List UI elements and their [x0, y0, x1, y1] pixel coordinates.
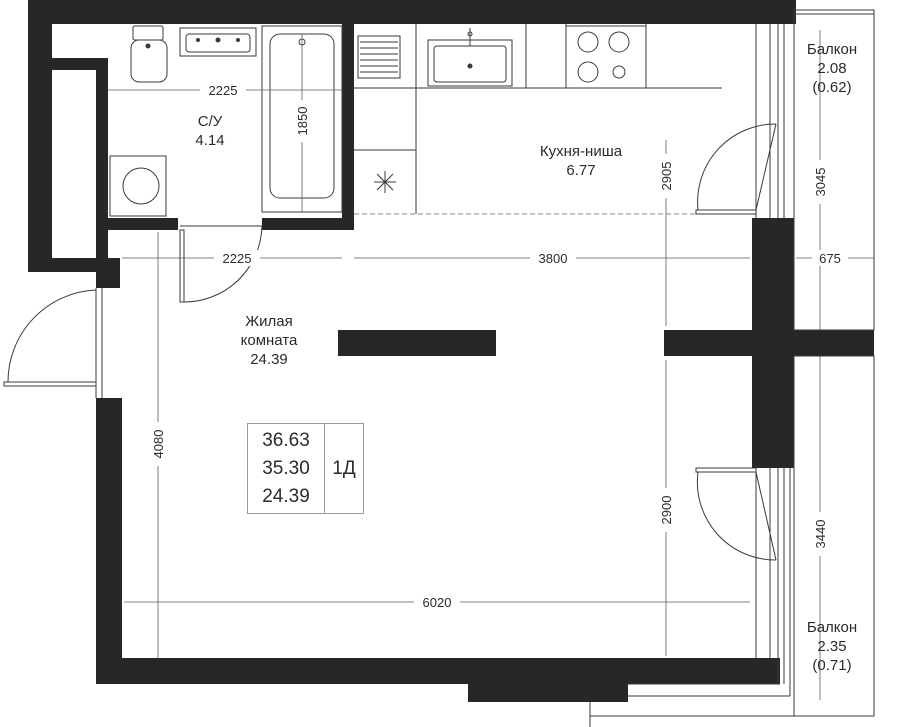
kitchen-name: Кухня-ниша	[539, 143, 623, 160]
gas-riser-icon	[374, 171, 396, 193]
balcony-top-area: 2.08	[817, 60, 847, 77]
wall-left-lower	[96, 398, 122, 684]
wall-left-upper-inner	[28, 58, 108, 70]
dim-balcony-bottom-length: 3440	[813, 520, 828, 549]
living-room-area: 24.39	[250, 351, 288, 368]
dim-kitchen-height: 2905	[659, 162, 674, 191]
bathroom-label: С/У 4.14	[180, 112, 240, 150]
walls	[28, 0, 874, 702]
wall-left-upper	[28, 0, 52, 272]
washing-machine-icon	[109, 155, 167, 217]
living-room-name-line1: Жилая	[245, 313, 293, 330]
kitchen-fixtures	[357, 25, 647, 193]
wall-bath-right	[342, 24, 354, 230]
dim-bathtub-length: 1850	[295, 107, 310, 136]
total-area: 36.63	[262, 429, 310, 451]
bathroom-door	[179, 225, 263, 303]
kitchen-label: Кухня-ниша 6.77	[516, 142, 646, 180]
dim-living-top-width: 3800	[539, 251, 568, 266]
dimension-texts: 2225 1850 2225 3800 675 2905 3045 4080 2…	[150, 82, 848, 610]
wall-bath-bottom	[108, 218, 178, 230]
vent-icon	[357, 35, 401, 79]
balcony-bottom-door	[695, 467, 777, 561]
kitchen-sink-icon	[427, 28, 513, 87]
entrance-door	[3, 289, 97, 387]
balcony-bottom-name: Балкон	[806, 619, 858, 636]
balcony-top-area-reduced: (0.62)	[812, 79, 852, 96]
area-without-balcony: 35.30	[262, 457, 310, 479]
balcony-top-name: Балкон	[806, 41, 858, 58]
wall-top	[28, 0, 796, 24]
dim-balcony-top-length: 3045	[813, 168, 828, 197]
balcony-bottom-area: 2.35	[817, 638, 847, 655]
wall-left-pillar	[96, 58, 108, 272]
balcony-top-door	[695, 123, 777, 215]
living-room-name-line2: комната	[240, 332, 298, 349]
toilet-icon	[130, 25, 168, 83]
area-values: 36.63 35.30 24.39	[248, 424, 325, 513]
balcony-top-label: Балкон 2.08 (0.62)	[797, 40, 867, 97]
sink-icon	[179, 27, 257, 57]
living-area: 24.39	[262, 485, 310, 507]
stove-icon	[565, 25, 647, 89]
dim-living-right-height: 2900	[659, 496, 674, 525]
kitchen-area: 6.77	[566, 162, 596, 179]
wall-partition-right	[664, 330, 874, 356]
balcony-bottom-area-reduced: (0.71)	[812, 657, 852, 674]
wall-left-base	[28, 258, 108, 272]
doors	[3, 123, 777, 561]
bathroom-area: 4.14	[195, 132, 225, 149]
dim-balcony-depth: 675	[819, 251, 841, 266]
wall-bottom	[96, 658, 780, 684]
area-summary-box: 36.63 35.30 24.39 1Д	[247, 423, 364, 514]
apartment-type: 1Д	[332, 457, 356, 479]
wall-bottom-step	[468, 658, 628, 702]
dim-hall-width: 2225	[223, 251, 252, 266]
wall-left-stub	[96, 258, 120, 288]
balcony-top-outline	[793, 9, 875, 331]
dim-bath-width: 2225	[209, 83, 238, 98]
bathroom-name: С/У	[197, 113, 223, 130]
wall-partition	[338, 330, 496, 356]
dim-living-height: 4080	[151, 430, 166, 459]
living-room-label: Жилая комната 24.39	[214, 312, 324, 369]
balcony-bottom-label: Балкон 2.35 (0.71)	[797, 618, 867, 675]
wall-bath-bottom-right	[262, 218, 354, 230]
dim-living-width: 6020	[423, 595, 452, 610]
